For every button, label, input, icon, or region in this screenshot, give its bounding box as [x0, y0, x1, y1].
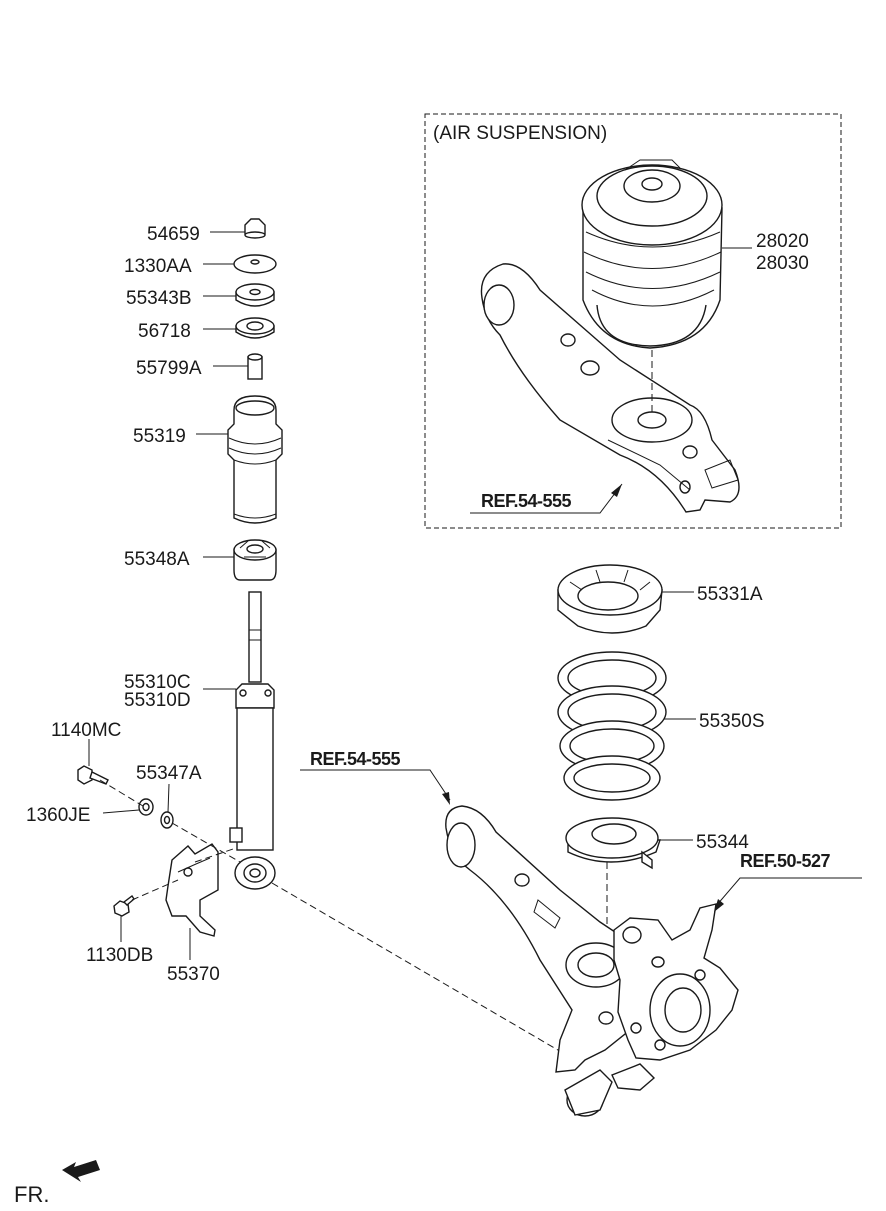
label-1360JE: 1360JE: [26, 805, 90, 826]
label-28030: 28030: [756, 253, 809, 274]
part-55319-dust-cover[interactable]: [227, 395, 283, 524]
part-55344-lower-pad[interactable]: [565, 817, 661, 870]
part-1130DB-bolt[interactable]: [113, 894, 135, 917]
label-55370: 55370: [167, 964, 220, 985]
label-55310D: 55310D: [124, 690, 191, 711]
label-54659: 54659: [147, 224, 200, 245]
ref-knuckle[interactable]: REF.50-527: [740, 851, 831, 871]
label-55344: 55344: [696, 832, 749, 853]
part-1360JE-washer[interactable]: [138, 798, 154, 816]
air-lower-arm[interactable]: [480, 263, 740, 513]
label-1130DB: 1130DB: [86, 945, 153, 966]
part-55350S-coil-spring[interactable]: [557, 651, 667, 801]
label-55348A: 55348A: [124, 549, 190, 570]
label-55799A: 55799A: [136, 358, 202, 379]
air-suspension-title: (AIR SUSPENSION): [433, 123, 607, 144]
lower-arm[interactable]: [445, 805, 631, 1117]
air-suspension-box: [424, 113, 842, 529]
label-56718: 56718: [138, 321, 191, 342]
label-55331A: 55331A: [697, 584, 763, 605]
label-55347A: 55347A: [136, 763, 202, 784]
ref-air-lower-arm[interactable]: REF.54-555: [481, 491, 572, 511]
label-55310C: 55310C: [124, 672, 191, 693]
part-55347A-washer[interactable]: [160, 811, 174, 829]
part-55343B-bushing[interactable]: [235, 283, 275, 307]
part-55331A-spring-pad[interactable]: [557, 564, 663, 634]
label-55319: 55319: [133, 426, 186, 447]
part-1330AA-washer[interactable]: [233, 254, 277, 274]
part-54659-nut[interactable]: [244, 218, 266, 239]
label-28020: 28020: [756, 231, 809, 252]
label-1330AA: 1330AA: [124, 256, 192, 277]
part-56718-seat[interactable]: [235, 317, 275, 339]
part-1140MC-bolt[interactable]: [77, 765, 109, 785]
part-55370-bracket[interactable]: [165, 843, 219, 937]
part-55799A-collar[interactable]: [247, 353, 263, 380]
arrow-left-down-icon: [62, 1160, 100, 1182]
ref-lower-arm[interactable]: REF.54-555: [310, 749, 401, 769]
knuckle[interactable]: [611, 903, 739, 1091]
air-spring-assembly[interactable]: [581, 159, 723, 349]
direction-label: FR.: [14, 1182, 49, 1207]
label-55343B: 55343B: [126, 288, 192, 309]
label-55350S: 55350S: [699, 711, 765, 732]
label-1140MC: 1140MC: [51, 720, 121, 741]
part-55348A-bump-stopper[interactable]: [233, 539, 277, 581]
part-55310-shock-absorber[interactable]: [229, 591, 276, 890]
